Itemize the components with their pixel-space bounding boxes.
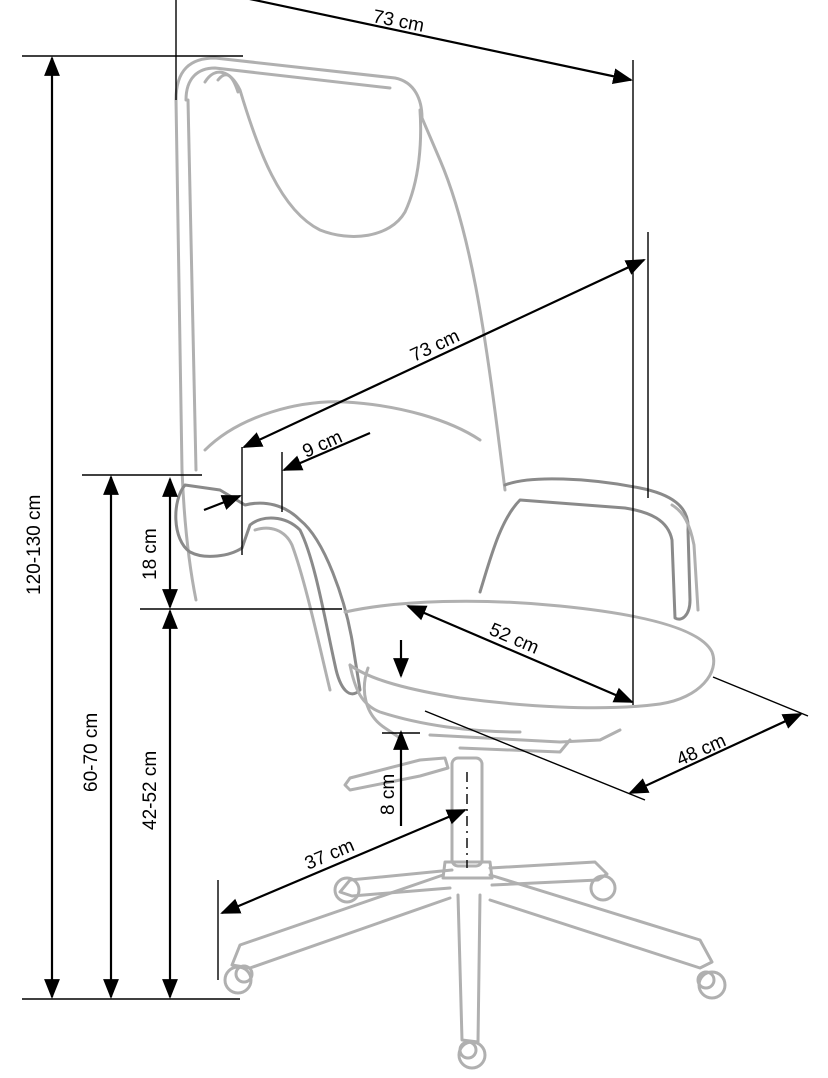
dim-line-overall-depth [249, 0, 633, 85]
left-armrest-outline [174, 483, 362, 696]
label-armrest-height: 18 cm [140, 528, 161, 580]
dim-line-base-radius [220, 808, 467, 915]
label-total-height: 120-130 cm [24, 495, 45, 595]
label-seat-height: 42-52 cm [140, 751, 161, 830]
star-base-outline [230, 860, 714, 1044]
label-armrest-depth: 73 cm [407, 326, 463, 367]
dim-line-armrest-width [203, 494, 242, 512]
label-seat-width: 48 cm [673, 730, 729, 770]
label-seat-depth: 52 cm [486, 619, 542, 659]
dim-line-seat-depth [406, 604, 634, 704]
dim-line-armrest-depth [242, 259, 646, 448]
chair-outline [174, 56, 727, 1070]
caster-outlines [223, 874, 727, 1070]
height-lever-outline [343, 756, 450, 792]
label-height-adjust: 8 cm [378, 774, 399, 815]
dimension-labels: 73 cm 73 cm 9 cm 18 cm 120-130 cm 60-70 … [24, 6, 729, 874]
label-armrest-floor-height: 60-70 cm [81, 713, 102, 792]
dimension-lines [22, 0, 809, 1000]
label-overall-depth: 73 cm [371, 6, 426, 36]
right-armrest-outline [478, 477, 692, 621]
label-armrest-width: 9 cm [299, 427, 345, 463]
dim-line-seat-width [628, 713, 803, 794]
headrest-outline [203, 70, 423, 238]
label-base-radius: 37 cm [302, 835, 358, 875]
